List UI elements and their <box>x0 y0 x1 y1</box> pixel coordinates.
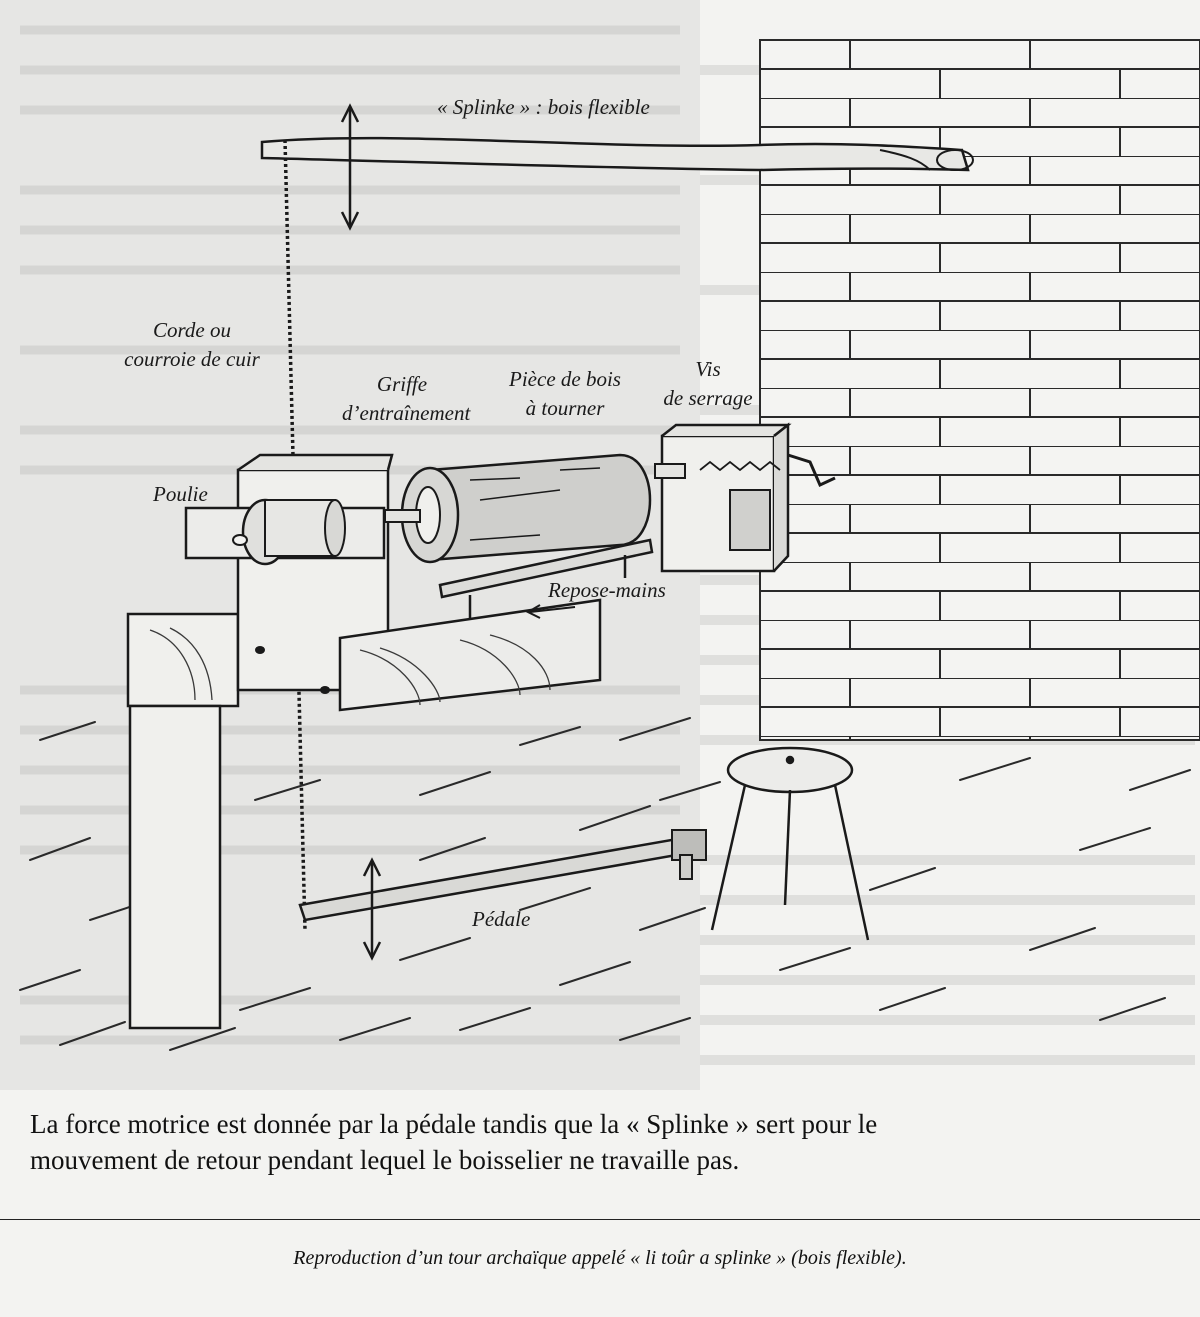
label-vis: Vis de serrage <box>648 355 768 413</box>
bench-leg-left <box>128 704 222 1030</box>
label-splinke: « Splinke » : bois flexible <box>437 95 650 119</box>
figure-caption: La force motrice est donnée par la pédal… <box>30 1106 1180 1178</box>
horizontal-rule <box>0 1219 1200 1220</box>
splinke-pole <box>260 136 970 172</box>
splinke-motion-arrow <box>340 103 360 231</box>
stool <box>710 746 870 941</box>
caption-line-2: mouvement de retour pendant lequel le bo… <box>30 1145 740 1175</box>
label-griffe: Griffe d’entraînement <box>342 370 471 428</box>
label-corde-line1: Corde ou <box>153 318 231 342</box>
tool-rest-shape <box>438 538 654 618</box>
screw-thread <box>699 460 781 472</box>
label-griffe-line2: d’entraînement <box>342 401 471 425</box>
label-piece-line2: à tourner <box>525 396 605 420</box>
label-vis-line2: de serrage <box>663 386 753 410</box>
label-vis-line1: Vis <box>695 357 721 381</box>
label-corde-line2: courroie de cuir <box>124 347 260 371</box>
workpiece-assembly <box>384 453 652 564</box>
repose-mains-arrow <box>525 604 576 619</box>
label-corde: Corde ou courroie de cuir <box>112 316 272 374</box>
splinke-anchor-hole <box>936 149 974 171</box>
label-repose-mains: Repose-mains <box>548 578 666 602</box>
footnote: Reproduction d’un tour archaïque appelé … <box>293 1247 907 1269</box>
label-piece: Pièce de bois à tourner <box>490 365 640 423</box>
tailstock-window <box>729 489 771 551</box>
brick-wall <box>759 39 1200 741</box>
caption-line-1: La force motrice est donnée par la pédal… <box>30 1109 878 1139</box>
bench-top <box>338 598 602 712</box>
label-piece-line1: Pièce de bois <box>509 367 621 391</box>
tailstock-center <box>654 463 686 479</box>
pulley-drum <box>264 499 336 557</box>
pedal-motion-arrow <box>362 857 382 961</box>
tailstock <box>654 422 836 573</box>
label-poulie: Poulie <box>153 482 208 506</box>
label-pedale: Pédale <box>472 907 531 931</box>
pedal <box>298 829 707 922</box>
wood-grain <box>149 627 551 706</box>
screw-crank <box>787 453 836 488</box>
workpiece <box>428 453 652 562</box>
label-griffe-line1: Griffe <box>376 372 428 396</box>
griffe-spur <box>384 509 421 523</box>
lathe-illustration <box>0 0 1200 1090</box>
bench-beam-left <box>126 612 240 708</box>
